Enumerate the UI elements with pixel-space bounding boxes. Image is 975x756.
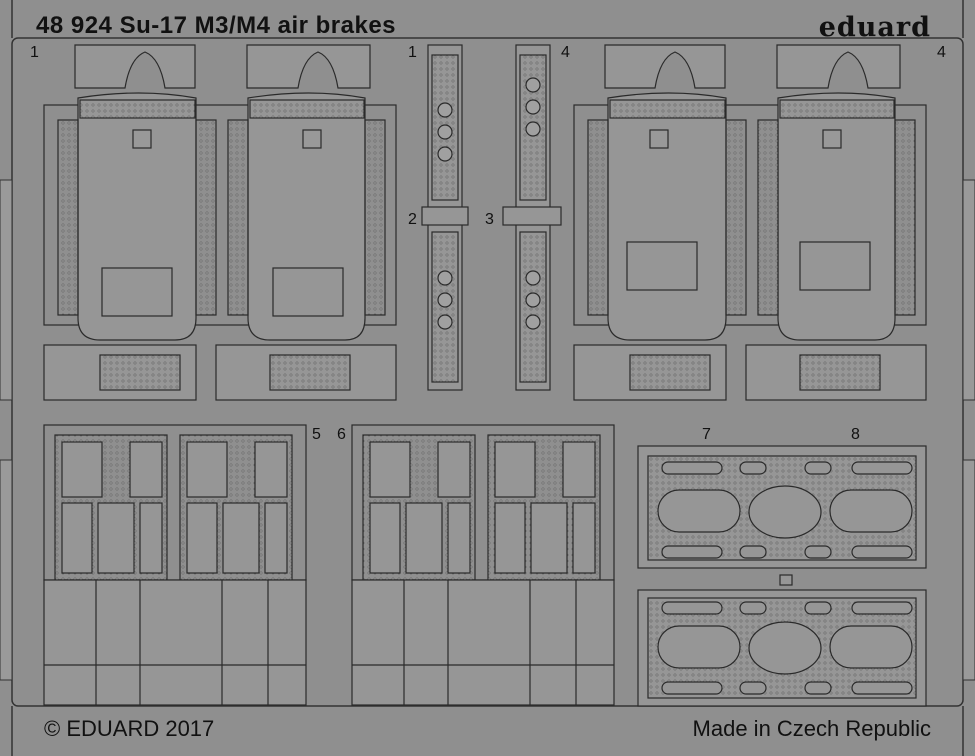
part-number-8: 8 [851, 426, 860, 443]
copyright-text: © EDUARD 2017 [44, 716, 215, 741]
part-number-5: 5 [312, 426, 321, 443]
part-number-4-right: 4 [937, 44, 946, 61]
origin-text: Made in Czech Republic [692, 716, 931, 741]
grid-parts-5 [43, 424, 307, 706]
part-number-2: 2 [408, 211, 417, 228]
grid-parts-6 [351, 424, 615, 706]
brake-pair-upper-left [43, 44, 397, 401]
part-number-3: 3 [485, 211, 494, 228]
frame-side-tabs [0, 179, 975, 681]
brake-pair-upper-right [573, 44, 927, 401]
center-strips [421, 44, 562, 391]
part-number-1-left: 1 [30, 44, 39, 61]
fret-title: 48 924 Su-17 M3/M4 air brakes [36, 12, 397, 39]
part-number-6: 6 [337, 426, 346, 443]
part-number-1-top: 1 [408, 44, 417, 61]
part-number-7: 7 [702, 426, 711, 443]
part-number-4-top: 4 [561, 44, 570, 61]
brand-logo-text: eduard [818, 12, 931, 43]
plate-parts-7-8 [637, 445, 927, 707]
